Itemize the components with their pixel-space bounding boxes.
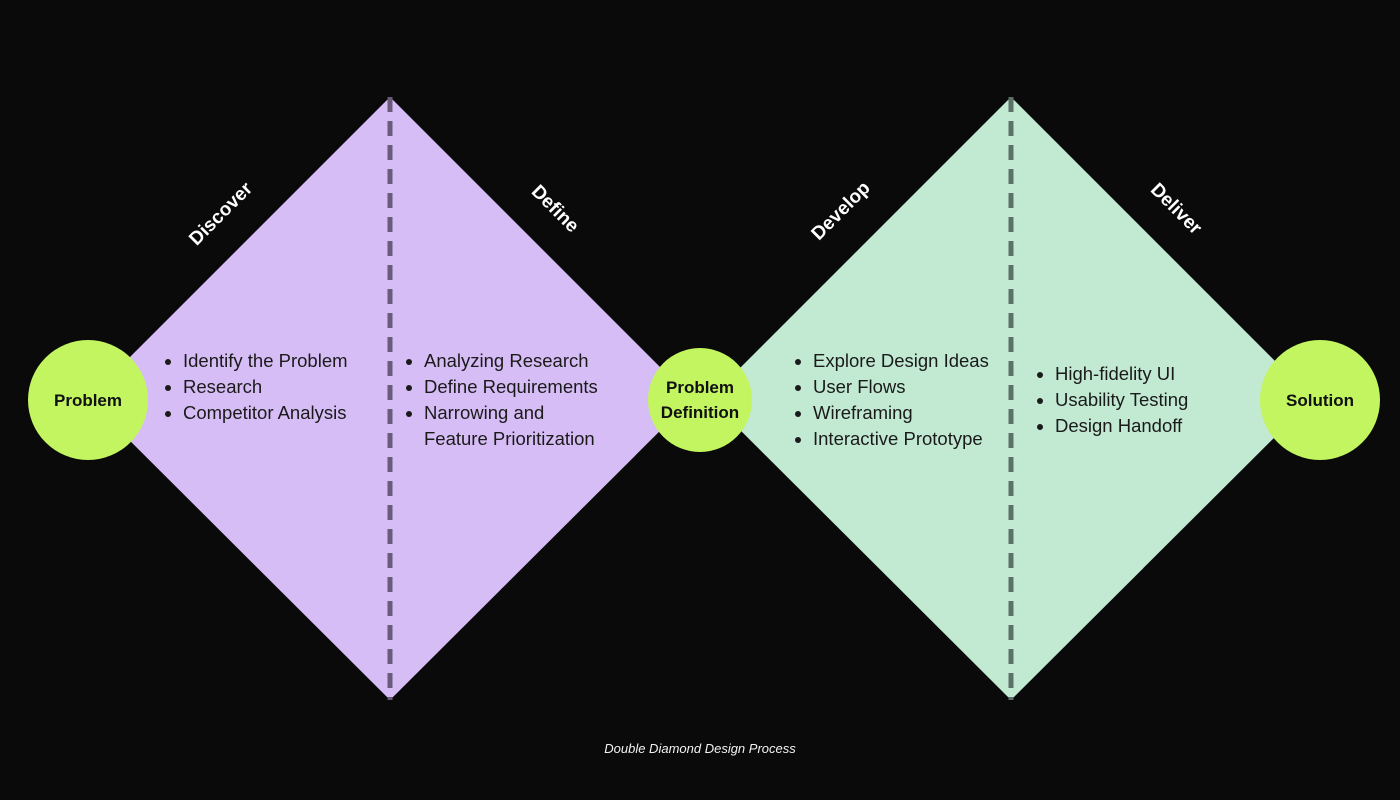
node-label-problem: Problem	[54, 391, 122, 410]
bullet-list-discover: Identify the Problem Research Competitor…	[163, 348, 373, 426]
list-item: Research	[183, 374, 373, 400]
list-item: Explore Design Ideas	[813, 348, 1008, 374]
phase-label-deliver: Deliver	[1146, 179, 1206, 239]
list-item: Competitor Analysis	[183, 400, 373, 426]
list-item: High-fidelity UI	[1055, 361, 1235, 387]
node-circle-problem-definition[interactable]	[648, 348, 752, 452]
bullet-list-deliver: High-fidelity UI Usability Testing Desig…	[1035, 361, 1235, 439]
node-label-solution: Solution	[1286, 391, 1354, 410]
node-circle-solution[interactable]	[1260, 340, 1380, 460]
list-item: Narrowing and Feature Prioritization	[424, 400, 629, 452]
bullet-items-discover: Identify the Problem Research Competitor…	[163, 348, 373, 426]
bullet-list-define: Analyzing Research Define Requirements N…	[404, 348, 629, 452]
diagram-caption: Double Diamond Design Process	[604, 741, 796, 756]
bullet-items-develop: Explore Design Ideas User Flows Wirefram…	[793, 348, 1008, 452]
bullet-items-deliver: High-fidelity UI Usability Testing Desig…	[1035, 361, 1235, 439]
phase-label-discover: Discover	[185, 178, 257, 250]
bullet-list-develop: Explore Design Ideas User Flows Wirefram…	[793, 348, 1008, 452]
bullet-items-define: Analyzing Research Define Requirements N…	[404, 348, 629, 452]
phase-label-define: Define	[527, 181, 583, 237]
list-item: Analyzing Research	[424, 348, 629, 374]
list-item: Define Requirements	[424, 374, 629, 400]
list-item: Identify the Problem	[183, 348, 373, 374]
list-item: Wireframing	[813, 400, 1008, 426]
list-item: Usability Testing	[1055, 387, 1235, 413]
node-label-problem-definition-line1: Problem	[666, 378, 734, 397]
phase-label-develop: Develop	[808, 178, 875, 245]
list-item: User Flows	[813, 374, 1008, 400]
list-item: Design Handoff	[1055, 413, 1235, 439]
node-circle-problem[interactable]	[28, 340, 148, 460]
list-item: Interactive Prototype	[813, 426, 1008, 452]
node-label-problem-definition-line2: Definition	[661, 403, 739, 422]
